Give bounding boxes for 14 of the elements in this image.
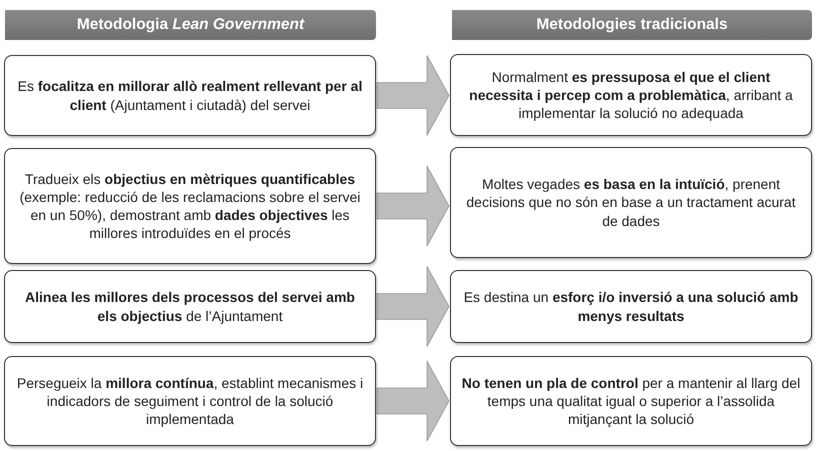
text-box: Es destina un esforç i/o inversió a una solució amb menys resultats	[450, 270, 812, 343]
text-box: Tradueix els objectius en mètriques quantificables (exemple: reducció de les reclamacions sobre el servei en un 50%), demostrant amb dades objectives les millores introduïdes en el procés	[4, 148, 376, 264]
text-box: Persegueix la millora contínua, establint mecanismes i indicadors de seguiment i control de la solució implementada	[4, 356, 376, 446]
text-box: Moltes vegades es basa en la intuïció, prenent decisions que no són en base a un tractament acurat de dades	[450, 147, 812, 258]
text-box: Alinea les millores dels processos del servei amb els objectius de l’Ajuntament	[4, 270, 376, 343]
chevron-arrow	[376, 266, 450, 347]
text-box: Normalment es pressuposa el que el client necessita i percep com a problemàtica, arribant a implementar la solució no adequada	[450, 54, 812, 136]
column-header: Metodologia Lean Government	[5, 10, 376, 40]
text-box: Es focalitza en millorar allò realment rellevant per al client (Ajuntament i ciutadà) del servei	[4, 55, 376, 136]
chevron-arrow	[376, 55, 450, 136]
chevron-arrow	[376, 166, 450, 246]
column-header: Metodologies tradicionals	[452, 10, 812, 40]
text-box: No tenen un pla de control per a mantenir al llarg del temps una qualitat igual o superior a l’assolida mitjançant la solució	[450, 356, 812, 446]
chevron-arrow	[376, 360, 450, 442]
